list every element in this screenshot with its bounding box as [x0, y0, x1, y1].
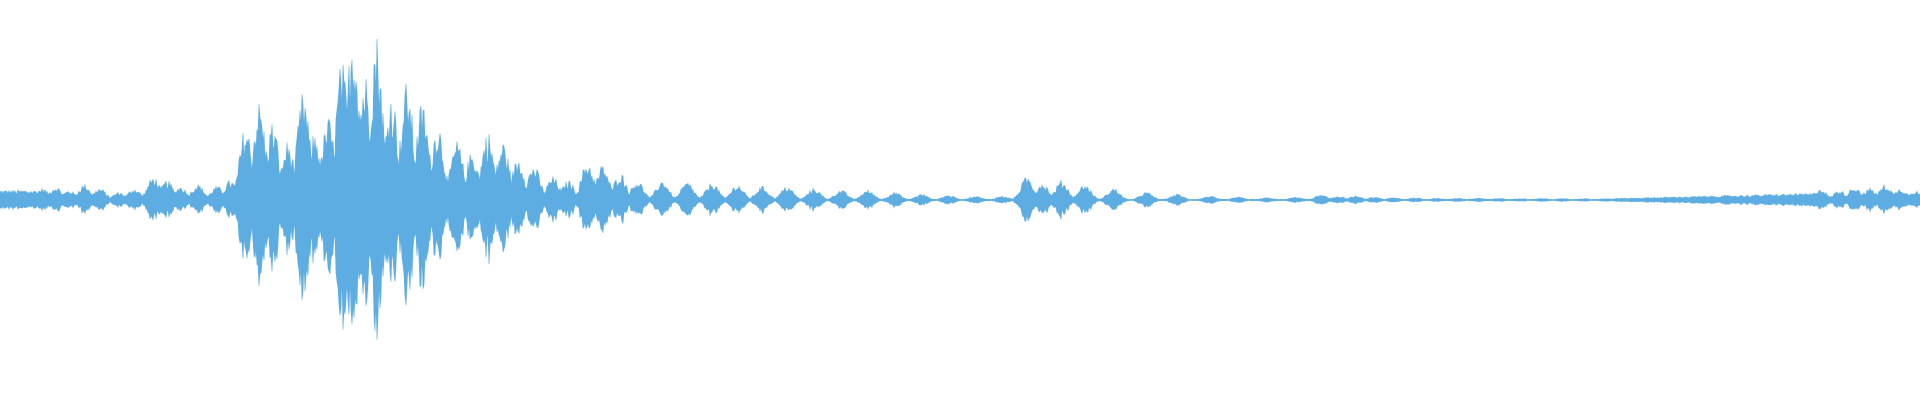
waveform-path	[0, 38, 1920, 340]
